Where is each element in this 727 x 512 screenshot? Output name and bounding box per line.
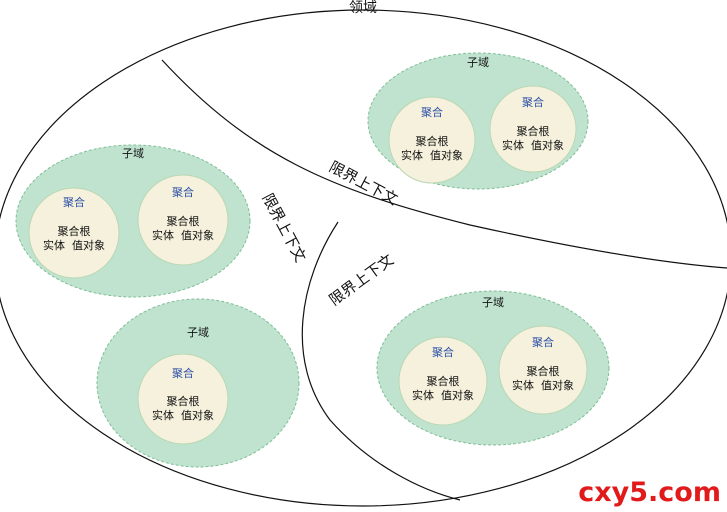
subdomain-label: 子域 (467, 56, 489, 69)
aggregate-members-label: 实体 值对象 (401, 148, 463, 162)
subdomain: 子域 聚合 聚合根 实体 值对象 聚合 聚合根 实体 值对象 (15, 144, 251, 298)
aggregate-label: 聚合 (172, 185, 194, 199)
subdomain-label: 子域 (482, 296, 504, 309)
aggregate-root-label: 聚合根 (167, 394, 200, 408)
aggregate-root-label: 聚合根 (416, 134, 449, 148)
subdomain-label: 子域 (122, 147, 144, 160)
aggregate-members-label: 实体 值对象 (43, 238, 105, 252)
subdomain: 子域 聚合 聚合根 实体 值对象 聚合 聚合根 实体 值对象 (367, 52, 589, 190)
aggregate-label: 聚合 (432, 345, 454, 359)
aggregate-root-label: 聚合根 (167, 214, 200, 228)
aggregate-root-label: 聚合根 (427, 374, 460, 388)
aggregate: 聚合 聚合根 实体 值对象 (489, 85, 577, 173)
bounded-context-label: 限界上下文 (326, 251, 397, 310)
aggregate-label: 聚合 (63, 195, 85, 209)
aggregate-members-label: 实体 值对象 (512, 378, 574, 392)
aggregate-root-label: 聚合根 (527, 364, 560, 378)
domain-boundary (0, 9, 727, 507)
context-boundary-line (161, 59, 727, 269)
aggregate-members-label: 实体 值对象 (152, 228, 214, 242)
aggregate-label: 聚合 (172, 366, 194, 380)
aggregate: 聚合 聚合根 实体 值对象 (388, 96, 476, 184)
context-boundary-line (301, 221, 461, 501)
domain-label: 领域 (349, 0, 377, 16)
aggregate: 聚合 聚合根 实体 值对象 (137, 174, 229, 266)
aggregate-members-label: 实体 值对象 (412, 388, 474, 402)
bounded-context-label: 限界上下文 (258, 190, 309, 265)
aggregate-label: 聚合 (522, 95, 544, 109)
aggregate: 聚合 聚合根 实体 值对象 (137, 353, 229, 445)
aggregate-root-label: 聚合根 (58, 224, 91, 238)
watermark: cxy5.com (578, 477, 721, 508)
subdomain: 子域 聚合 聚合根 实体 值对象 聚合 聚合根 实体 值对象 (376, 290, 610, 446)
subdomain: 子域 聚合 聚合根 实体 值对象 (96, 298, 300, 468)
aggregate: 聚合 聚合根 实体 值对象 (28, 187, 120, 279)
aggregate-members-label: 实体 值对象 (152, 408, 214, 422)
aggregate-label: 聚合 (532, 335, 554, 349)
aggregate-root-label: 聚合根 (517, 124, 550, 138)
aggregate: 聚合 聚合根 实体 值对象 (398, 336, 488, 426)
subdomain-label: 子域 (187, 326, 209, 339)
aggregate-members-label: 实体 值对象 (502, 138, 564, 152)
aggregate-label: 聚合 (421, 105, 443, 119)
aggregate: 聚合 聚合根 实体 值对象 (498, 325, 588, 415)
